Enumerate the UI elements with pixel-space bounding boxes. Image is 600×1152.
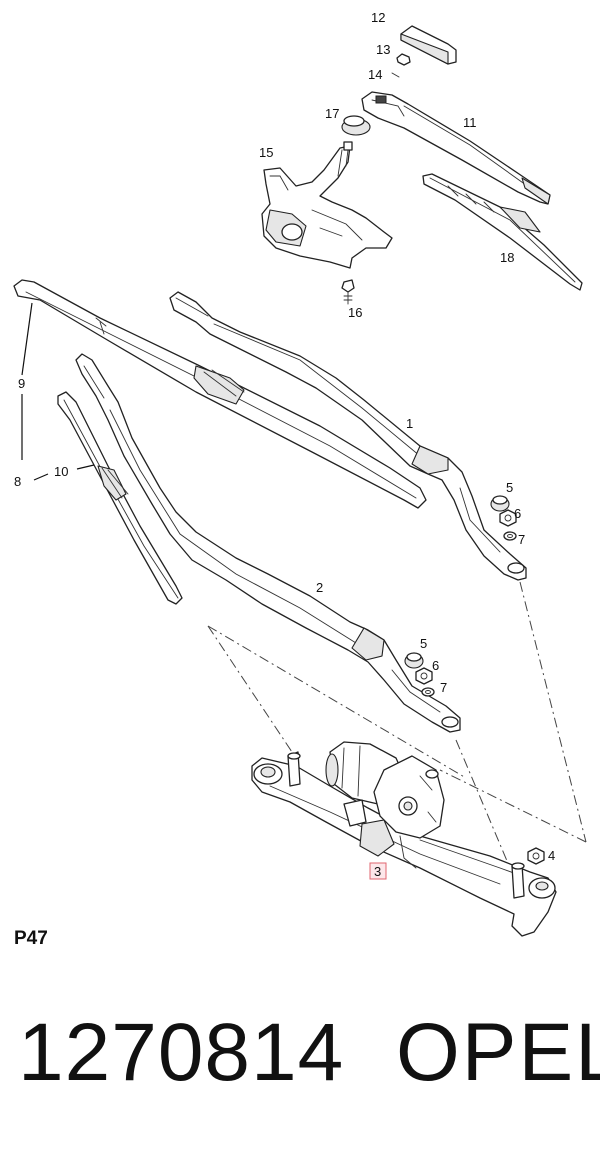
callout-6-lower: 6	[432, 658, 439, 673]
front-wiper-motor-linkage[interactable]	[251, 741, 557, 937]
rear-motor-bolt[interactable]	[341, 279, 355, 305]
callout-10: 10	[54, 464, 68, 479]
front-wiper-blade-long[interactable]	[13, 279, 427, 509]
callout-12: 12	[371, 10, 385, 25]
callout-11: 11	[463, 115, 477, 130]
front-wiper-blade-short[interactable]	[57, 391, 183, 605]
arm-1-washer[interactable]	[503, 531, 517, 541]
front-wiper-arm-2[interactable]	[75, 353, 461, 733]
rear-wiper-washer[interactable]	[391, 72, 400, 78]
rear-wiper-arm[interactable]	[361, 91, 551, 205]
callout-3-highlight	[369, 862, 387, 880]
linkage-nut[interactable]	[527, 847, 545, 865]
rear-wiper-cap[interactable]	[400, 25, 457, 65]
rear-wiper-nut[interactable]	[396, 53, 411, 66]
assembly-lines	[207, 581, 587, 869]
arm-2-nut[interactable]	[415, 667, 433, 685]
callout-5-lower: 5	[420, 636, 427, 651]
callout-6-upper: 6	[514, 506, 521, 521]
arm-1-nut[interactable]	[499, 509, 517, 527]
callout-8: 8	[14, 474, 21, 489]
callout-18: 18	[500, 250, 514, 265]
callout-3: 3	[374, 864, 381, 879]
front-wiper-arm-1[interactable]	[169, 291, 527, 581]
part-number: 1270814	[18, 1007, 345, 1098]
rear-wiper-motor[interactable]	[261, 141, 393, 269]
callout-14: 14	[368, 67, 382, 82]
callout-16: 16	[348, 305, 362, 320]
callout-9: 9	[18, 376, 25, 391]
arm-2-washer[interactable]	[421, 687, 435, 697]
leader-lines	[21, 302, 95, 481]
callout-7-upper: 7	[518, 532, 525, 547]
callout-17: 17	[325, 106, 339, 121]
callout-2: 2	[316, 580, 323, 595]
callout-15: 15	[259, 145, 273, 160]
callout-labels: 12 13 14 11 17 15 18 16 9 1 8 10 5 6 7 2…	[14, 10, 555, 880]
rear-wiper-grommet[interactable]	[341, 115, 371, 136]
callout-7-lower: 7	[440, 680, 447, 695]
arm-2-cap[interactable]	[404, 652, 424, 669]
callout-4: 4	[548, 848, 555, 863]
rear-wiper-blade[interactable]	[422, 173, 583, 291]
arm-1-cap[interactable]	[490, 495, 510, 512]
callout-13: 13	[376, 42, 390, 57]
callout-5-upper: 5	[506, 480, 513, 495]
callout-1: 1	[406, 416, 413, 431]
brand-name: OPEL	[396, 1007, 600, 1098]
page-code: P47	[14, 928, 48, 949]
